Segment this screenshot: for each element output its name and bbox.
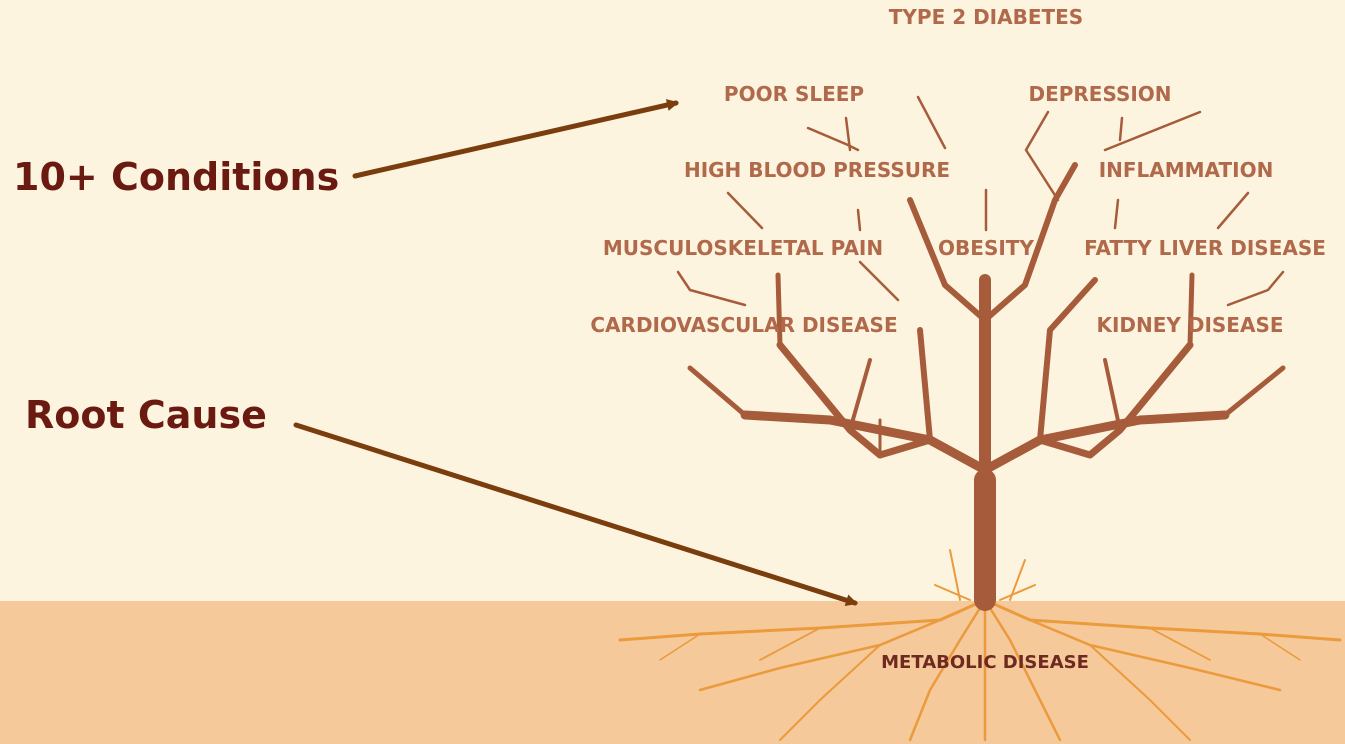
condition-inflammation: INFLAMMATION [1099, 158, 1274, 182]
callout-root-cause: Root Cause [25, 393, 267, 437]
condition-cardiovascular-disease: CARDIOVASCULAR DISEASE [590, 313, 897, 337]
root-label-metabolic-disease: METABOLIC DISEASE [881, 652, 1089, 674]
condition-poor-sleep: POOR SLEEP [724, 82, 864, 106]
condition-kidney-disease: KIDNEY DISEASE [1096, 313, 1283, 337]
condition-fatty-liver-disease: FATTY LIVER DISEASE [1084, 236, 1326, 260]
conditions-arrow [355, 103, 676, 176]
condition-obesity: OBESITY [938, 236, 1034, 260]
callout-conditions: 10+ Conditions [13, 155, 339, 199]
condition-depression: DEPRESSION [1028, 82, 1171, 106]
root-cause-arrow [296, 425, 855, 603]
condition-type2-diabetes: TYPE 2 DIABETES [889, 5, 1083, 29]
condition-high-blood-pressure: HIGH BLOOD PRESSURE [684, 158, 950, 182]
condition-musculoskeletal-pain: MUSCULOSKELETAL PAIN [603, 236, 883, 260]
